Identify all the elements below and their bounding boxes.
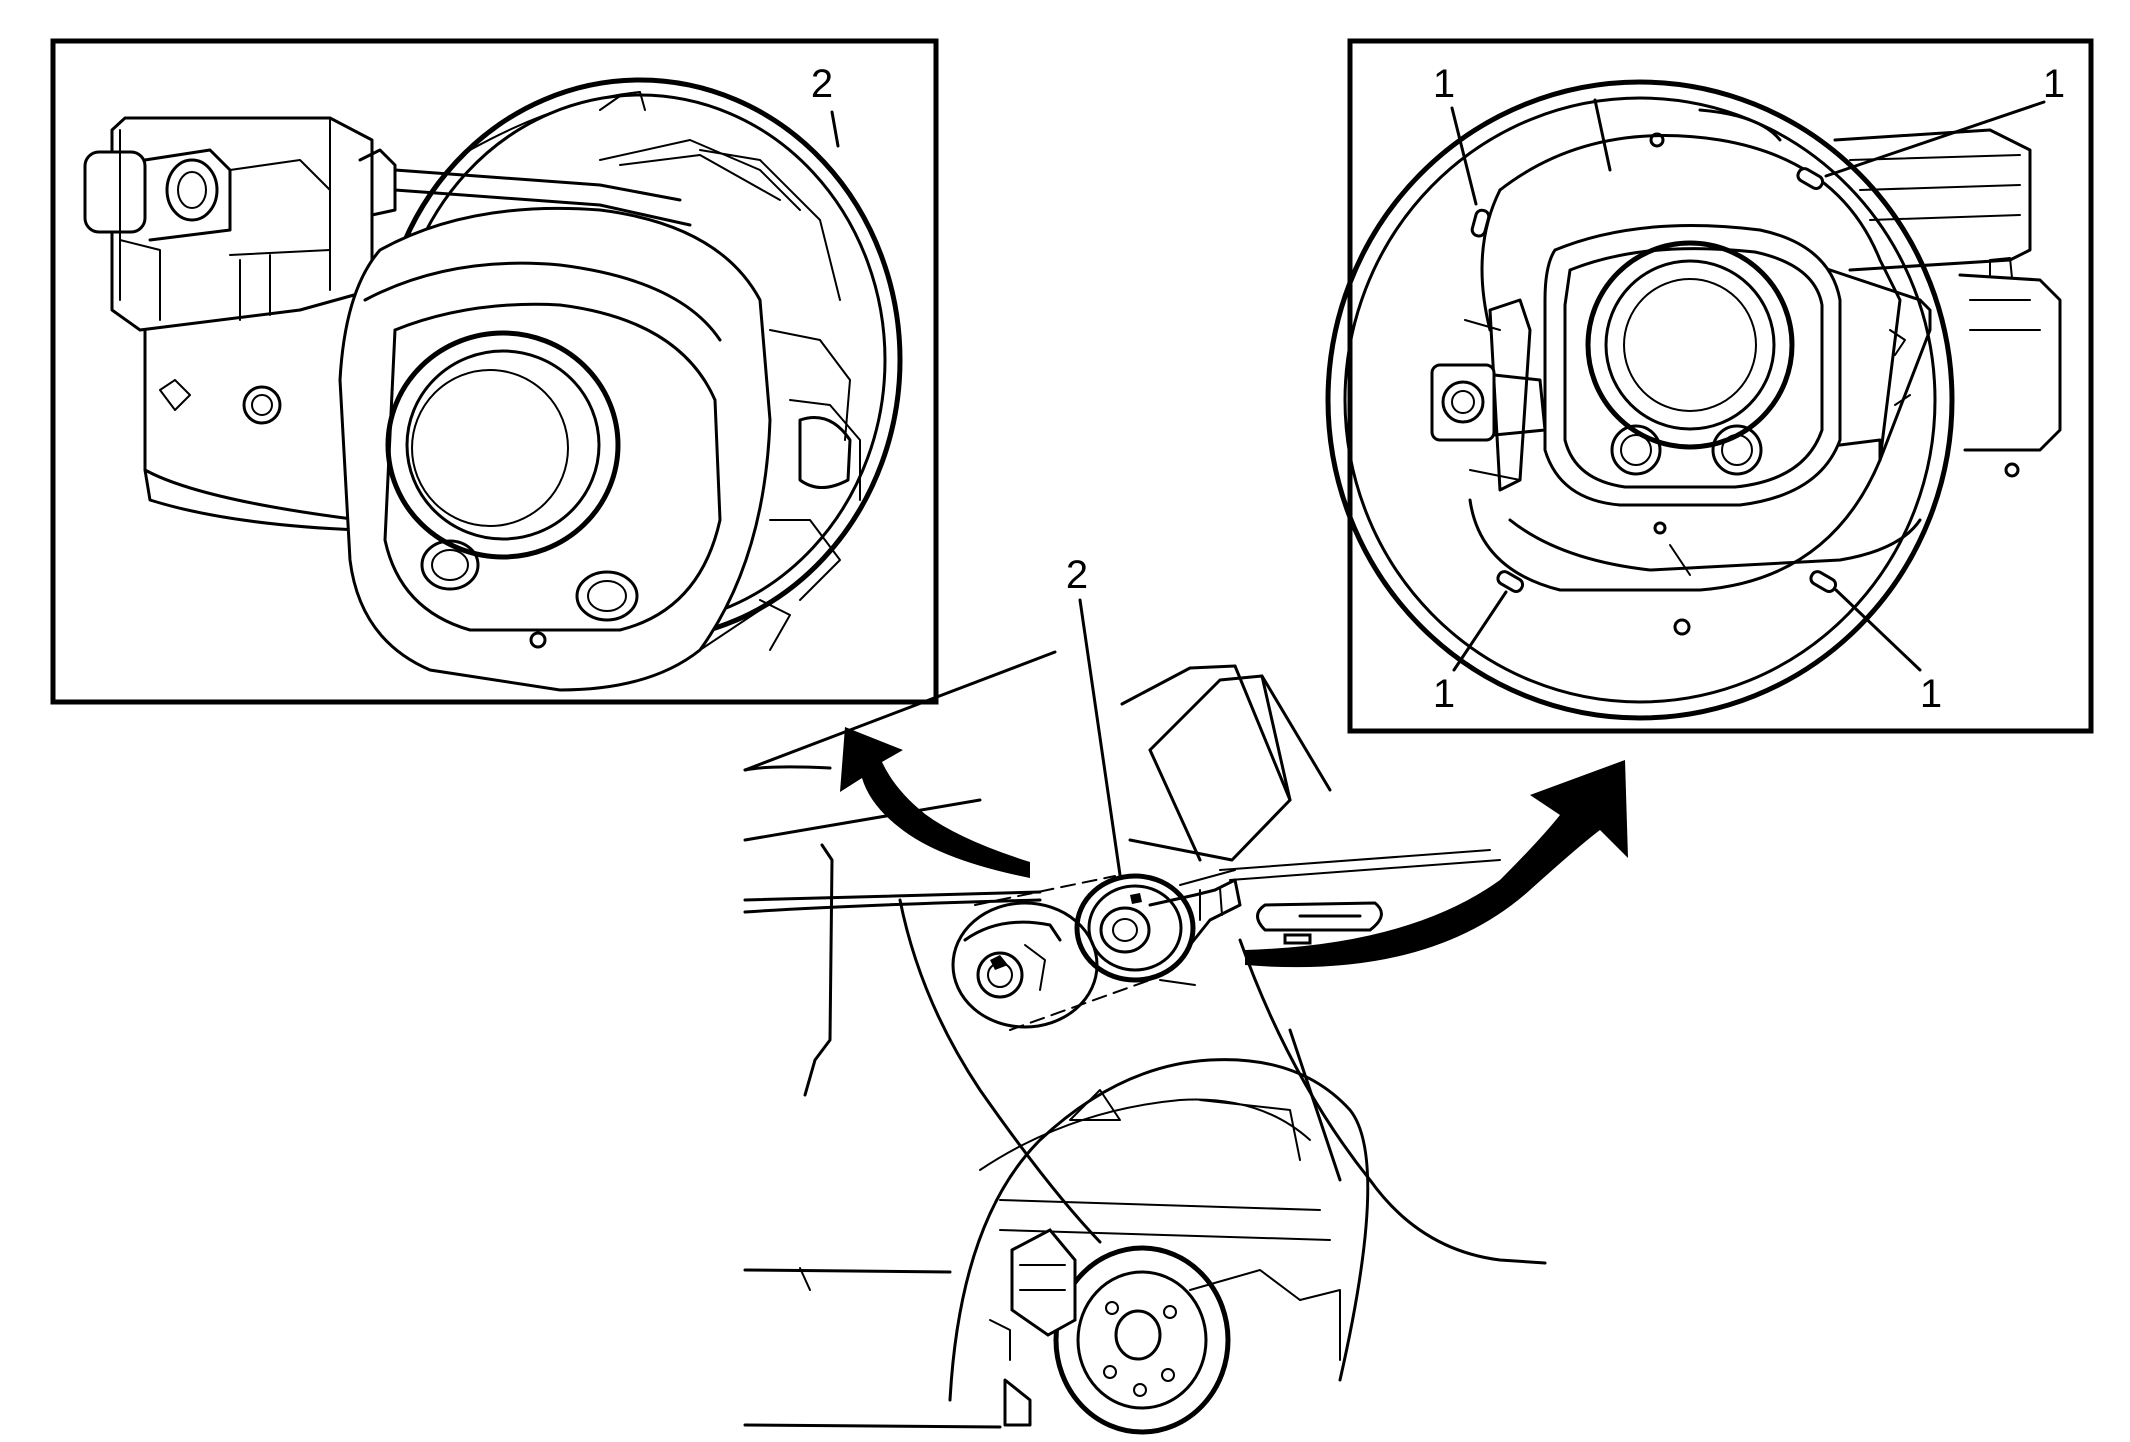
callout-1-bottom-right: 1 xyxy=(1920,672,1942,716)
fuel-door-in-situ: 2 xyxy=(951,553,1242,1031)
arrow-to-right-inset xyxy=(1245,760,1628,968)
callout-1-top-left: 1 xyxy=(1433,62,1455,106)
housing-in-situ xyxy=(1074,873,1196,983)
actuator-module xyxy=(83,116,397,532)
tab-top-left xyxy=(1470,208,1491,238)
leader-1-top-left xyxy=(1450,106,1478,206)
housing-body xyxy=(1430,98,1932,636)
leader-1-bottom-left xyxy=(1452,590,1508,672)
leader-2-center xyxy=(1078,598,1122,877)
left-inset-housing-view: 2 xyxy=(50,38,939,705)
callout-2-left-inset: 2 xyxy=(811,62,833,106)
brake-caliper xyxy=(989,1228,1077,1427)
tab-bottom-left xyxy=(1496,570,1525,593)
leader-1-bottom-right xyxy=(1834,588,1922,672)
release-rod xyxy=(393,139,841,301)
leader-2-left-inset xyxy=(830,110,840,148)
door-handle xyxy=(1256,901,1383,945)
vehicle-quarter-panel xyxy=(743,650,1547,1435)
housing-ribs xyxy=(699,329,861,651)
callout-1-top-right: 1 xyxy=(2043,62,2065,106)
callout-2-center: 2 xyxy=(1066,553,1088,597)
tab-bottom-right xyxy=(1809,570,1838,593)
filler-pocket xyxy=(338,206,772,692)
wheel-well xyxy=(948,1058,1370,1435)
leader-1-top-right xyxy=(1824,100,2046,178)
housing-outer-ring xyxy=(1325,79,1955,721)
brake-rotor xyxy=(1053,1245,1231,1435)
retaining-tabs xyxy=(1470,167,1838,593)
right-inset-housing-view: 1 1 1 1 xyxy=(1325,38,2094,734)
arrow-to-left-inset xyxy=(840,727,1030,878)
callout-1-bottom-left: 1 xyxy=(1433,672,1455,716)
tab-top-right xyxy=(1796,167,1825,190)
